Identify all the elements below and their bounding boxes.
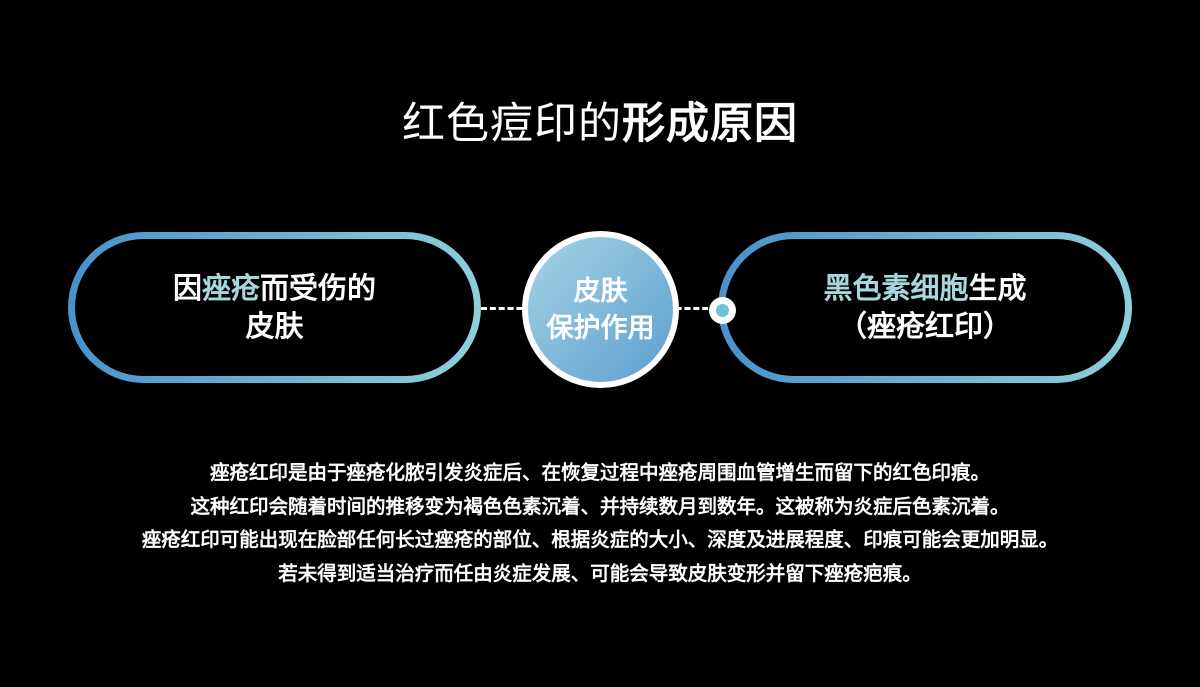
center-node-line2: 保护作用 [546,312,655,343]
left-node-text-prefix: 因 [172,272,202,305]
left-node: 因痤疮而受伤的 皮肤 [68,232,481,383]
left-node-text-highlight: 痤疮 [201,272,260,305]
right-node-line1: 黑色素细胞生成 [823,270,1026,308]
description-line: 痤疮红印可能出现在脸部任何长过痤疮的部位、根据炎症的大小、深度及进展程度、印痕可… [141,529,1059,551]
description-paragraph: 痤疮红印是由于痤疮化脓引发炎症后、在恢复过程中痤疮周围血管增生而留下的红色印痕。… [0,457,1200,591]
page-title: 红色痘印的形成原因 [0,100,1200,148]
right-node-line2: （痤疮红印） [837,310,1012,343]
right-node: 黑色素细胞生成 （痤疮红印） [718,232,1132,383]
right-node-body: 黑色素细胞生成 （痤疮红印） [725,239,1125,376]
left-node-line2: 皮肤 [245,310,304,343]
description-line: 若未得到适当治疗而任由炎症发展、可能会导致皮肤变形并留下痤疮疤痕。 [278,562,922,585]
right-node-text-suffix: 生成 [968,272,1027,305]
left-node-body: 因痤疮而受伤的 皮肤 [75,239,474,376]
description-line: 这种红印会随着时间的推移变为褐色色素沉着、并持续数月到数年。这被称为炎症后色素沉… [190,495,1010,518]
center-node: 皮肤 保护作用 [522,231,679,388]
description-line: 痤疮红印是由于痤疮化脓引发炎症后、在恢复过程中痤疮周围血管增生而留下的红色印痕。 [209,462,990,484]
connector-dot-core [716,304,729,317]
left-node-text-suffix: 而受伤的 [260,272,377,305]
connector-dot [709,297,736,324]
center-node-line1: 皮肤 [573,275,628,306]
right-node-text-highlight: 黑色素细胞 [823,272,969,305]
left-node-line1: 因痤疮而受伤的 [173,270,376,308]
page-title-bold: 形成原因 [622,100,798,148]
page-title-regular: 红色痘印的 [402,100,622,148]
